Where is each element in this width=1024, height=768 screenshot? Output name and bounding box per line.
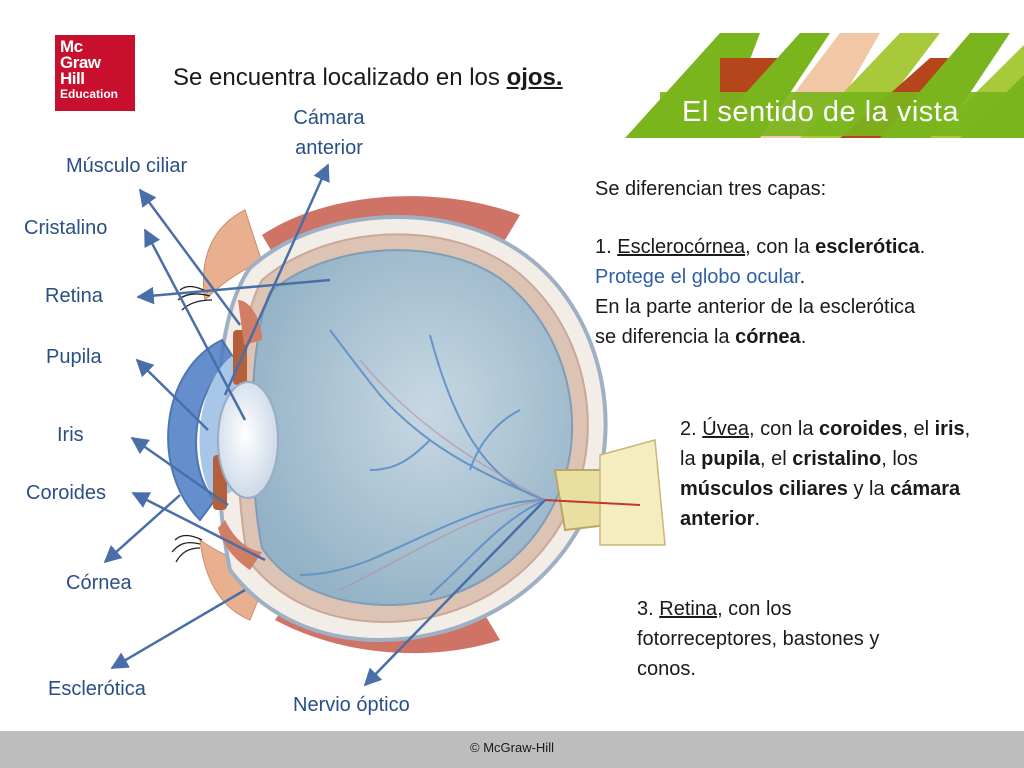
- crystalline-lens: [217, 381, 279, 499]
- layers-intro: Se diferencian tres capas:: [595, 178, 827, 200]
- label-camara-line2: anterior: [295, 137, 363, 159]
- text-run: , los: [881, 448, 918, 470]
- ciliary-body: [238, 300, 262, 345]
- blood-vessels: [299, 329, 546, 596]
- arrow-musculo: [138, 188, 242, 326]
- text-run: se diferencia la: [595, 326, 730, 348]
- arrow-camara: [223, 163, 330, 396]
- text-run: ,: [964, 418, 971, 440]
- label-esclerotica: Esclerótica: [48, 678, 146, 700]
- mcgraw-hill-logo: Mc Graw Hill Education: [55, 35, 135, 111]
- text-run: la: [680, 448, 696, 470]
- layer-term: Esclerocórnea: [617, 236, 746, 258]
- text-run: fotorreceptores, bastones y: [637, 628, 880, 650]
- arrow-retina: [136, 278, 331, 305]
- pointer-arrows: [103, 163, 546, 687]
- label-iris: Iris: [57, 424, 84, 446]
- bold-term: cristalino: [792, 448, 882, 470]
- lower-eyelid: [199, 538, 271, 621]
- layer-1-text: 1. Esclerocórnea, con la esclerótica. Pr…: [595, 232, 1005, 352]
- text-run: .: [800, 326, 807, 348]
- text-run: En la parte anterior de la esclerótica: [595, 296, 916, 318]
- text-run: conos.: [637, 658, 696, 680]
- copyright-text: © McGraw-Hill: [470, 740, 554, 755]
- logo-line: Hill: [60, 69, 85, 88]
- bold-term: coroides: [819, 418, 903, 440]
- label-coroides: Coroides: [26, 482, 107, 504]
- label-cornea: Córnea: [66, 572, 132, 594]
- arrow-iris: [130, 436, 229, 507]
- bold-term: esclerótica: [815, 236, 920, 258]
- arrow-nervio: [363, 499, 546, 687]
- layer-number: 3.: [637, 598, 654, 620]
- layer-term: Úvea: [702, 418, 749, 440]
- text-run: y la: [853, 478, 885, 500]
- label-cristalino: Cristalino: [24, 217, 108, 239]
- bold-term: músculos ciliares: [680, 478, 848, 500]
- bold-term: iris: [934, 418, 965, 440]
- arrow-pupila: [135, 358, 209, 431]
- banner-title: El sentido de la vista: [682, 96, 959, 128]
- text-run: .: [919, 236, 926, 258]
- label-pupila: Pupila: [46, 346, 102, 368]
- layer-term: Retina: [659, 598, 718, 620]
- vitreous-body: [251, 249, 574, 607]
- vein-vessels: [339, 359, 546, 591]
- optic-nerve-ext: [599, 439, 666, 546]
- layer-3-text: 3. Retina, con los fotorreceptores, bast…: [637, 594, 967, 684]
- highlight-text: Protege el globo ocular: [595, 266, 800, 288]
- arrow-esclerotica: [110, 588, 246, 670]
- bold-term: córnea: [735, 326, 801, 348]
- title-banner: [625, 33, 1024, 138]
- label-camara-anterior: Cámara anterior: [282, 103, 376, 163]
- text-run: .: [799, 266, 806, 288]
- text-run: , con la: [748, 418, 814, 440]
- header-emphasis: ojos.: [506, 64, 563, 91]
- banner-band: [660, 92, 1024, 136]
- logo-line: Graw: [60, 53, 101, 72]
- arrow-cristalino: [143, 228, 247, 421]
- label-musculo-ciliar: Músculo ciliar: [66, 155, 188, 177]
- logo-line: Mc: [60, 37, 83, 56]
- text-run: , con los: [717, 598, 792, 620]
- label-nervio-optico: Nervio óptico: [293, 694, 410, 716]
- optic-nerve-vessel: [544, 499, 641, 506]
- layer-number: 2.: [680, 418, 697, 440]
- header-lead: Se encuentra localizado en los: [173, 64, 500, 91]
- label-retina: Retina: [45, 285, 103, 307]
- bold-term: cámara: [890, 478, 961, 500]
- upper-muscle: [262, 196, 520, 262]
- ciliary-body-lower: [218, 520, 262, 570]
- arrow-coroides: [131, 491, 266, 562]
- layer-2-text: 2. Úvea, con la coroides, el iris, la pu…: [680, 414, 1010, 534]
- text-run: , el: [902, 418, 930, 440]
- footer-bar: © McGraw-Hill: [0, 731, 1024, 768]
- bold-term: anterior: [680, 508, 755, 530]
- layer-number: 1.: [595, 236, 612, 258]
- bold-term: pupila: [701, 448, 761, 470]
- header-sentence: Se encuentra localizado en los ojos.: [173, 64, 563, 92]
- arrow-cornea: [103, 494, 181, 564]
- text-run: , el: [760, 448, 787, 470]
- label-camara-line1: Cámara: [293, 107, 365, 129]
- logo-line: Education: [60, 87, 119, 101]
- text-run: , con la: [745, 236, 810, 258]
- text-run: .: [754, 508, 761, 530]
